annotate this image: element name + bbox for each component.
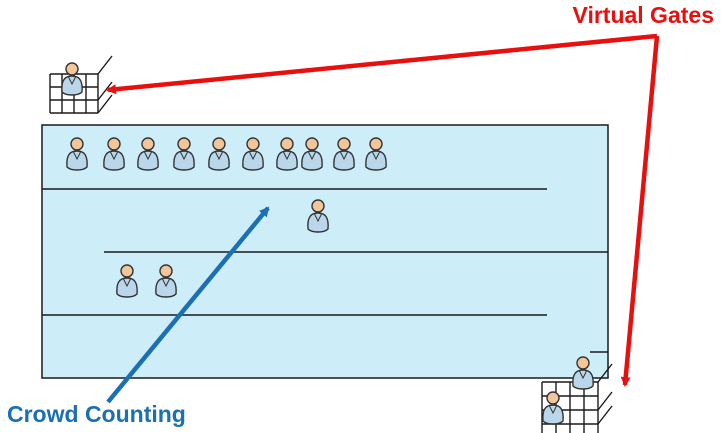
virtual-gate-icon bbox=[541, 351, 613, 433]
crowd-arrow bbox=[106, 206, 270, 404]
virtual-gates-label: Virtual Gates bbox=[572, 2, 714, 28]
gate-arrow-left bbox=[106, 33, 658, 95]
crowd-counting-label: Crowd Counting bbox=[7, 401, 186, 427]
virtual-gate-icon bbox=[49, 55, 113, 114]
gate-arrow-right bbox=[620, 35, 660, 387]
